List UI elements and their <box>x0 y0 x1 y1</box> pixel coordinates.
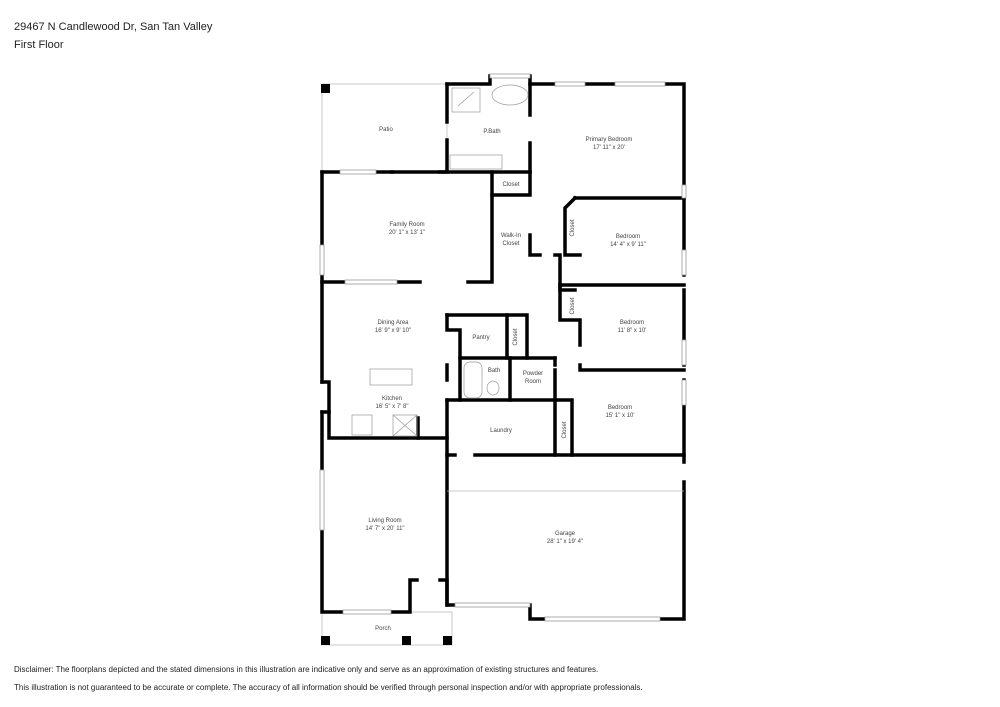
room-kitchen: Kitchen <box>382 396 402 402</box>
room-bedroom-3-dims: 15' 1" x 10' <box>605 413 634 419</box>
room-bedroom-3: Bedroom <box>608 405 632 411</box>
room-pantry: Pantry <box>472 335 489 341</box>
room-dining-area-dims: 16' 9" x 9' 10" <box>375 328 411 334</box>
room-living-room-dims: 14' 7" x 20' 11" <box>365 526 404 532</box>
room-closet-b1: Closet <box>570 219 576 236</box>
floor-label: First Floor <box>14 39 64 51</box>
room-porch: Porch <box>375 626 391 632</box>
room-living-room: Living Room <box>368 518 401 524</box>
windows <box>319 73 687 622</box>
exterior-walls <box>320 74 686 621</box>
interior-walls <box>320 170 686 607</box>
room-family-room-dims: 20' 1" x 13' 1" <box>389 230 425 236</box>
room-bedroom-1-dims: 14' 4" x 9' 11" <box>610 242 646 248</box>
room-closet-b2: Closet <box>570 297 576 314</box>
room-primary-bedroom: Primary Bedroom <box>586 137 633 143</box>
room-bath: Bath <box>488 368 500 374</box>
room-laundry: Laundry <box>490 428 512 434</box>
room-dining-area: Dining Area <box>377 320 409 326</box>
room-primary-bedroom-dims: 17' 11" x 20' <box>593 145 625 151</box>
room-powder-room-2: Room <box>525 379 541 385</box>
property-address: 29467 N Candlewood Dr, San Tan Valley <box>14 21 213 33</box>
disclaimer-line-1: Disclaimer: The floorplans depicted and … <box>14 665 599 674</box>
room-pbath: P.Bath <box>483 129 500 135</box>
room-closet: Closet <box>502 182 519 188</box>
room-bedroom-1: Bedroom <box>616 234 640 240</box>
room-bedroom-2: Bedroom <box>620 320 644 326</box>
room-family-room: Family Room <box>389 222 424 228</box>
room-walkin-closet: Walk-In <box>501 233 521 239</box>
room-kitchen-dims: 16' 5" x 7' 8" <box>376 404 409 410</box>
room-garage-dims: 28' 1" x 19' 4" <box>547 539 583 545</box>
disclaimer-line-2: This illustration is not guaranteed to b… <box>14 683 643 692</box>
room-walkin-closet-2: Closet <box>502 241 519 247</box>
fixtures <box>351 84 684 492</box>
room-closet-b3: Closet <box>562 421 568 438</box>
room-patio: Patio <box>379 127 393 133</box>
room-closet-pantry: Closet <box>513 328 519 345</box>
room-powder-room: Powder <box>523 371 543 377</box>
room-bedroom-2-dims: 11' 8" x 10' <box>618 328 647 334</box>
patio-post <box>321 84 330 93</box>
room-garage: Garage <box>555 531 576 537</box>
